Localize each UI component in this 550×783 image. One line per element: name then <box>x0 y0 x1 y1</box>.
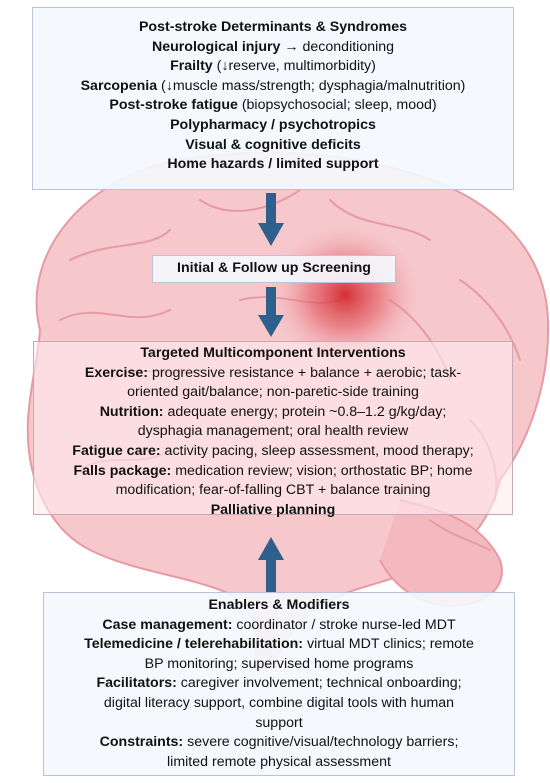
intervention-falls-cont: modification; fear-of-falling CBT + bala… <box>115 482 431 499</box>
enabler-telemed: Telemedicine / telerehabilitation: virtu… <box>84 636 474 653</box>
determinant-item: Visual & cognitive deficits <box>185 136 361 153</box>
arrow-up-icon <box>258 537 284 592</box>
interventions-box: Targeted Multicomponent Interventions Ex… <box>33 341 513 518</box>
enablers-box: Enablers & Modifiers Case management: co… <box>43 592 515 776</box>
determinant-item: Polypharmacy / psychotropics <box>170 116 376 133</box>
determinant-item: Frailty (↓reserve, multimorbidity) <box>170 58 376 75</box>
arrow-down-icon <box>258 287 284 337</box>
determinant-item: Sarcopenia (↓muscle mass/strength; dysph… <box>80 77 466 94</box>
enabler-constraints-cont: limited remote physical assessment <box>167 753 391 770</box>
intervention-nutrition-cont: dysphagia management; oral health review <box>137 423 409 440</box>
intervention-fatigue: Fatigue care: activity pacing, sleep ass… <box>72 442 474 459</box>
enablers-title: Enablers & Modifiers <box>208 597 350 613</box>
determinants-title: Post-stroke Determinants & Syndromes <box>138 19 408 35</box>
arrow-down-icon <box>258 193 284 246</box>
intervention-palliative: Palliative planning <box>210 501 336 518</box>
determinant-item: Neurological injury → deconditioning <box>151 38 395 55</box>
enabler-facilitators-cont2: support <box>255 714 303 731</box>
enabler-facilitators: Facilitators: caregiver involvement; tec… <box>96 675 462 692</box>
determinant-item: Post-stroke fatigue (biopsychosocial; sl… <box>109 97 437 114</box>
intervention-exercise-cont: oriented gait/balance; non-paretic-side … <box>127 384 419 401</box>
enabler-case: Case management: coordinator / stroke nu… <box>102 616 456 633</box>
determinant-item: Home hazards / limited support <box>167 156 379 173</box>
enabler-constraints: Constraints: severe cognitive/visual/tec… <box>99 734 459 751</box>
interventions-title: Targeted Multicomponent Interventions <box>140 345 406 361</box>
screening-box: Initial & Follow up Screening <box>152 255 396 283</box>
enabler-facilitators-cont: digital literacy support, combine digita… <box>103 694 455 711</box>
determinants-box: Post-stroke Determinants & Syndromes Neu… <box>32 7 514 190</box>
intervention-falls: Falls package: medication review; vision… <box>73 462 473 479</box>
enabler-telemed-cont: BP monitoring; supervised home programs <box>144 655 414 672</box>
intervention-nutrition: Nutrition: adequate energy; protein ~0.8… <box>99 403 447 420</box>
screening-label: Initial & Follow up Screening <box>177 260 371 276</box>
intervention-exercise: Exercise: progressive resistance + balan… <box>84 364 462 381</box>
